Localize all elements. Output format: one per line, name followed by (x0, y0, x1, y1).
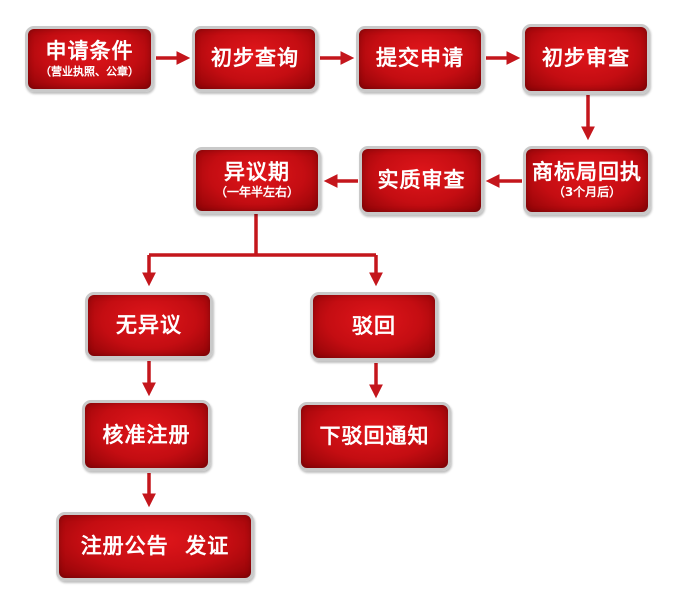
step-label: 实质审查 (377, 167, 466, 192)
step-submit-application: 提交申请 (356, 26, 484, 92)
step-trademark-office-receipt: 商标局回执 （3个月后） (523, 146, 651, 215)
arrow-opposition-split (149, 214, 376, 257)
step-apply-conditions: 申请条件 （营业执照、公章） (25, 26, 154, 92)
step-publish-certificate: 注册公告 发证 (56, 512, 254, 581)
step-preliminary-query: 初步查询 (192, 26, 318, 92)
step-label: 下驳回通知 (319, 423, 430, 448)
step-sublabel: （3个月后） (552, 185, 622, 200)
step-opposition-period: 异议期 （一年半左右） (193, 147, 321, 214)
step-label: 商标局回执 (532, 160, 642, 185)
step-approve-registration: 核准注册 (82, 400, 211, 471)
step-no-objection: 无异议 (85, 292, 213, 359)
step-label: 初步查询 (211, 46, 299, 71)
step-label: 驳回 (352, 313, 396, 338)
step-rejection-notice: 下驳回通知 (298, 402, 451, 471)
step-label: 注册公告 发证 (80, 533, 230, 558)
step-reject: 驳回 (310, 292, 438, 361)
step-substantive-review: 实质审查 (359, 146, 484, 215)
step-sublabel: （一年半左右） (214, 185, 299, 200)
step-label: 申请条件 (45, 39, 134, 64)
step-label: 异议期 (224, 160, 290, 185)
step-sublabel: （营业执照、公章） (40, 64, 139, 78)
step-label: 无异议 (116, 312, 182, 337)
step-label: 提交申请 (376, 46, 464, 71)
step-label: 初步审查 (542, 46, 630, 71)
step-preliminary-review: 初步审查 (522, 24, 650, 94)
step-label: 核准注册 (102, 422, 191, 447)
